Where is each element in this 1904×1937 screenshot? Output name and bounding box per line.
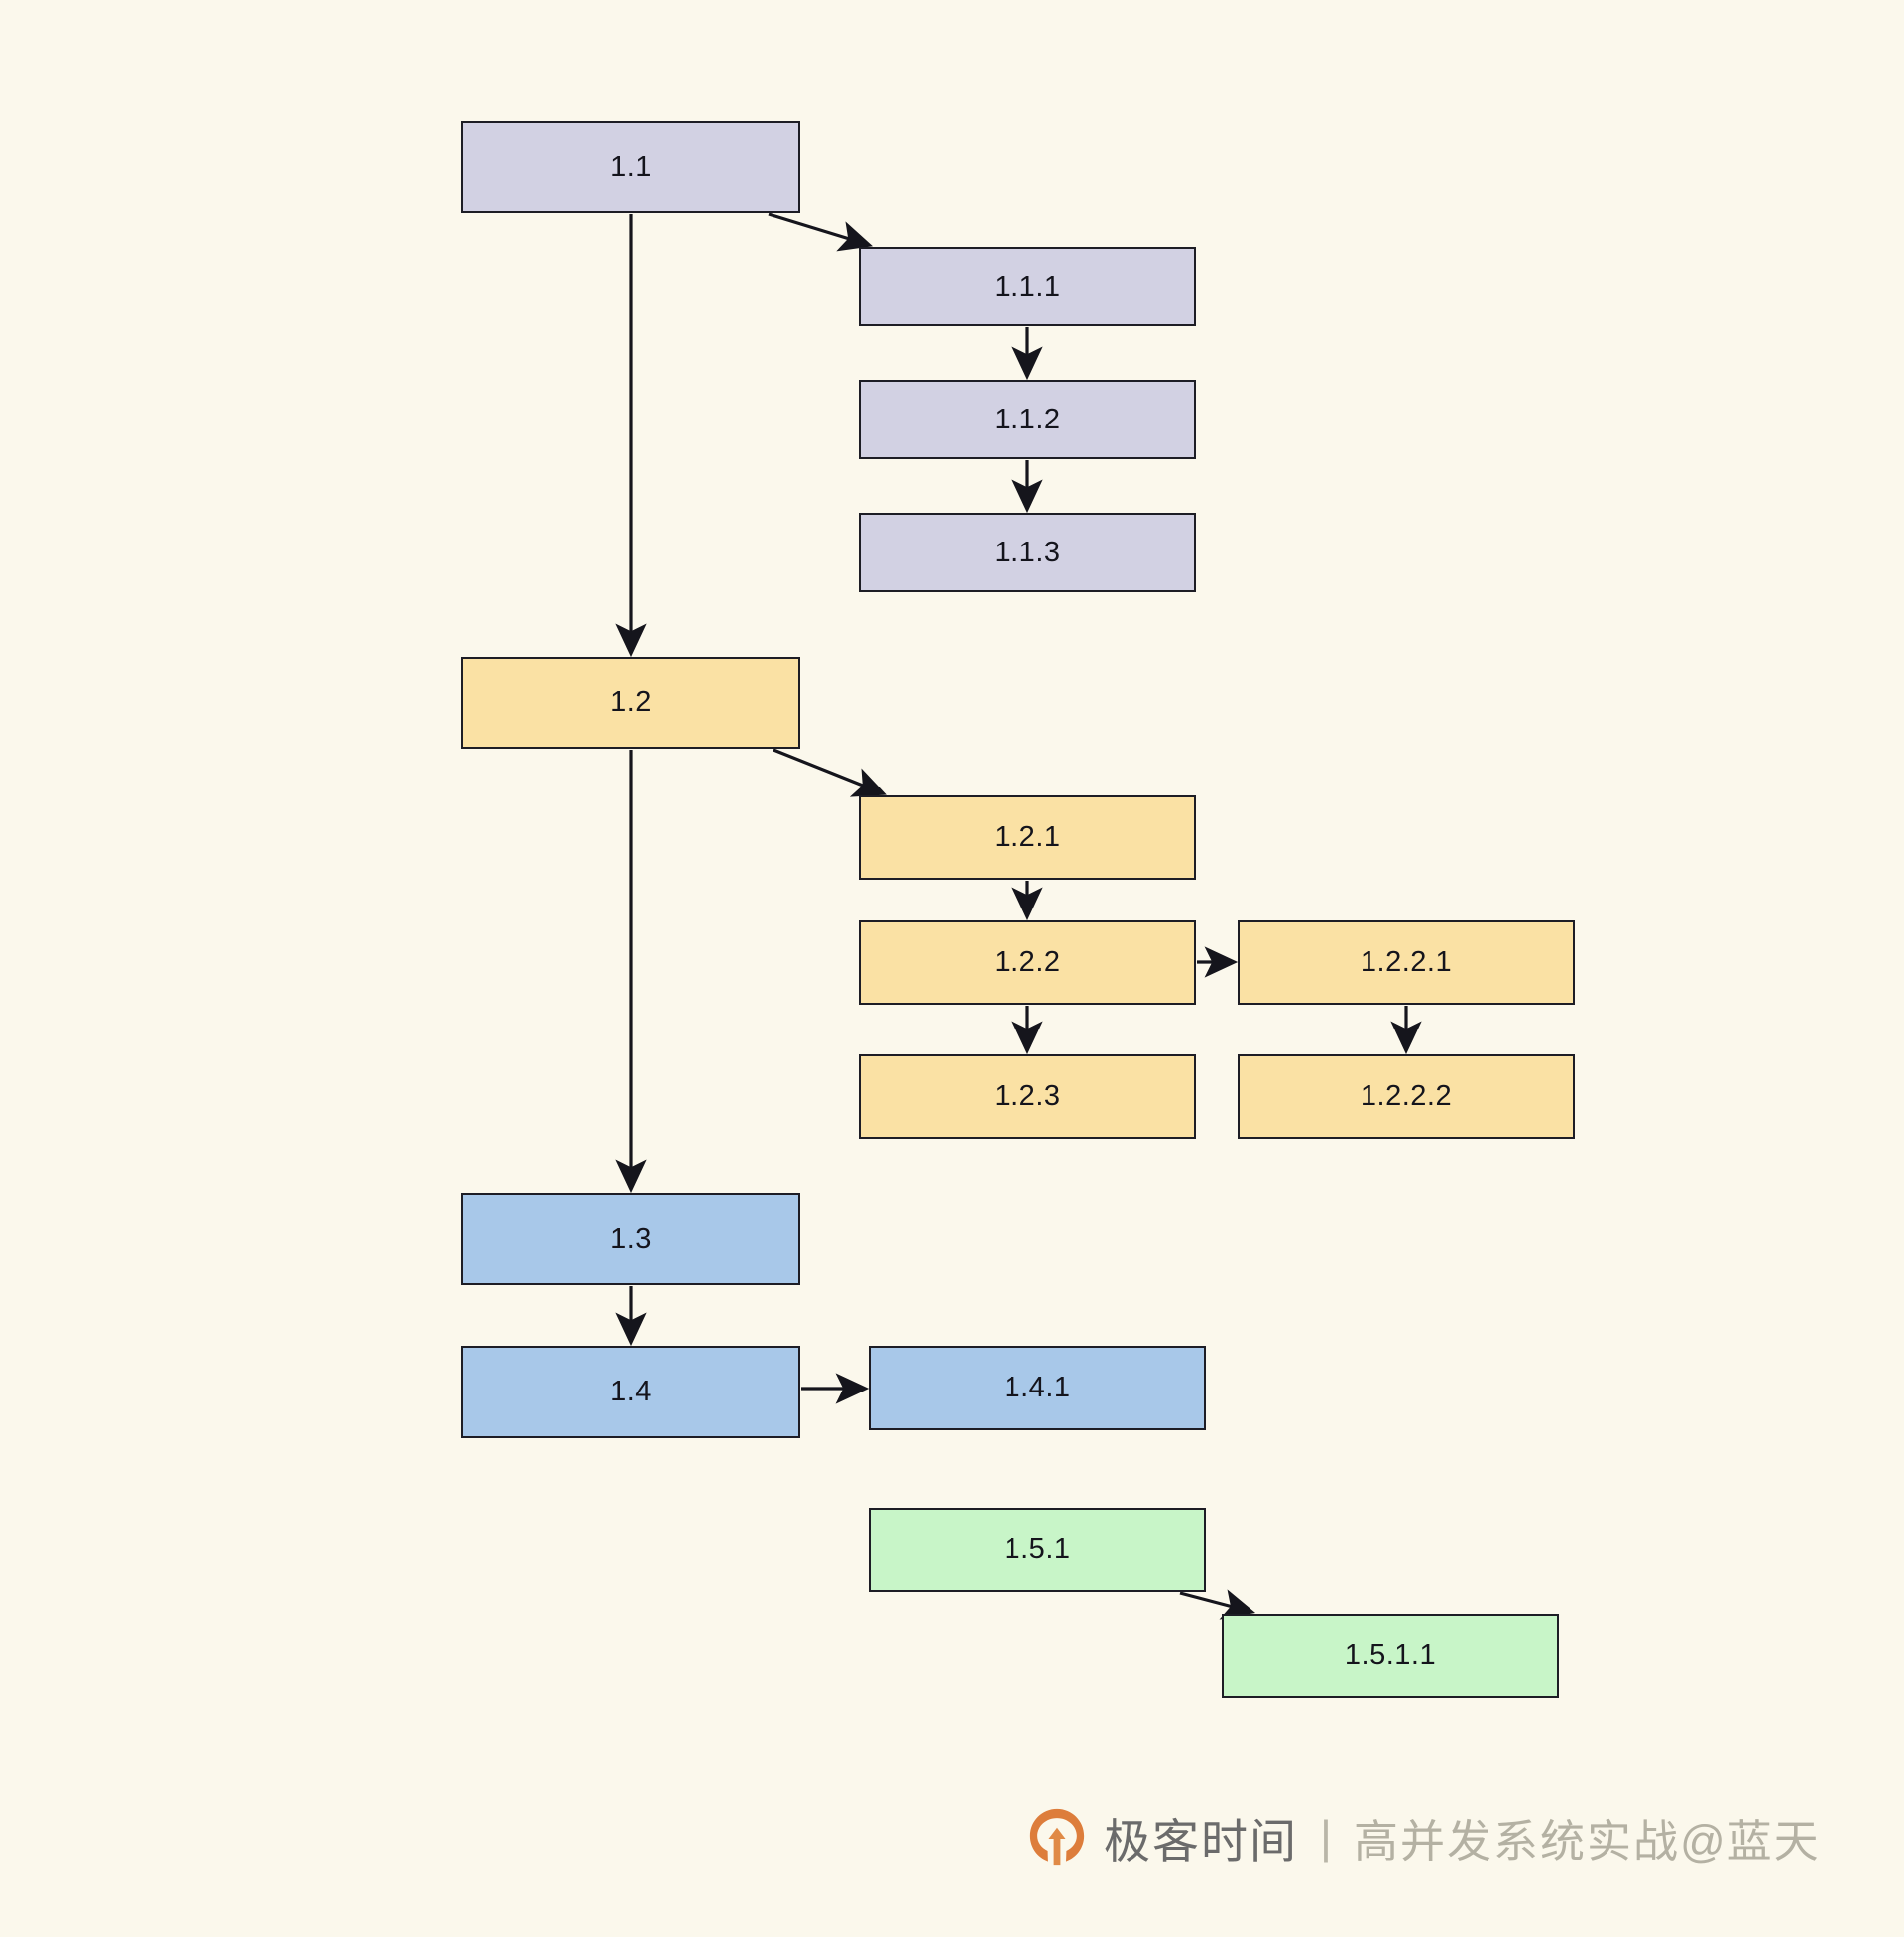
node-label: 1.2.1 xyxy=(994,821,1061,853)
watermark-course: 高并发系统实战@蓝天 xyxy=(1353,1815,1821,1867)
node-1-2-3[interactable]: 1.2.3 xyxy=(859,1054,1196,1139)
node-label: 1.2 xyxy=(610,686,652,718)
node-1-3[interactable]: 1.3 xyxy=(461,1193,800,1285)
node-1-4[interactable]: 1.4 xyxy=(461,1346,800,1438)
node-label: 1.2.2.1 xyxy=(1360,946,1453,978)
node-label: 1.1.3 xyxy=(994,536,1061,568)
node-1-1[interactable]: 1.1 xyxy=(461,121,800,213)
watermark-brand: 极客时间 xyxy=(1104,1814,1298,1868)
node-1-1-2[interactable]: 1.1.2 xyxy=(859,380,1196,459)
edge-1-2-to-1-2-1 xyxy=(773,748,887,797)
watermark-separator: | xyxy=(1320,1811,1332,1863)
node-label: 1.1.1 xyxy=(994,270,1061,303)
node-label: 1.3 xyxy=(610,1223,652,1255)
node-1-1-3[interactable]: 1.1.3 xyxy=(859,513,1196,592)
edge-1-5-1-to-1-5-1-1 xyxy=(1179,1589,1256,1620)
node-label: 1.1.2 xyxy=(994,403,1061,435)
node-1-2-2-1[interactable]: 1.2.2.1 xyxy=(1238,920,1575,1005)
node-1-2-1[interactable]: 1.2.1 xyxy=(859,795,1196,880)
edge-1-1-to-1-1-1 xyxy=(768,212,873,252)
node-label: 1.5.1.1 xyxy=(1344,1639,1437,1671)
node-label: 1.5.1 xyxy=(1004,1533,1071,1565)
node-1-1-1[interactable]: 1.1.1 xyxy=(859,247,1196,326)
node-1-2[interactable]: 1.2 xyxy=(461,657,800,749)
node-1-2-2-2[interactable]: 1.2.2.2 xyxy=(1238,1054,1575,1139)
node-1-5-1[interactable]: 1.5.1 xyxy=(869,1508,1206,1592)
geekbang-logo-icon xyxy=(1029,1808,1085,1866)
node-label: 1.2.2.2 xyxy=(1360,1080,1453,1112)
node-1-2-2[interactable]: 1.2.2 xyxy=(859,920,1196,1005)
node-label: 1.2.3 xyxy=(994,1080,1061,1112)
node-label: 1.4 xyxy=(610,1376,652,1407)
node-label: 1.2.2 xyxy=(994,946,1061,978)
node-label: 1.4.1 xyxy=(1004,1372,1071,1403)
node-1-4-1[interactable]: 1.4.1 xyxy=(869,1346,1206,1430)
node-label: 1.1 xyxy=(610,151,652,182)
watermark: 极客时间 | 高并发系统实战@蓝天 xyxy=(1026,1797,1821,1876)
node-1-5-1-1[interactable]: 1.5.1.1 xyxy=(1222,1614,1559,1698)
